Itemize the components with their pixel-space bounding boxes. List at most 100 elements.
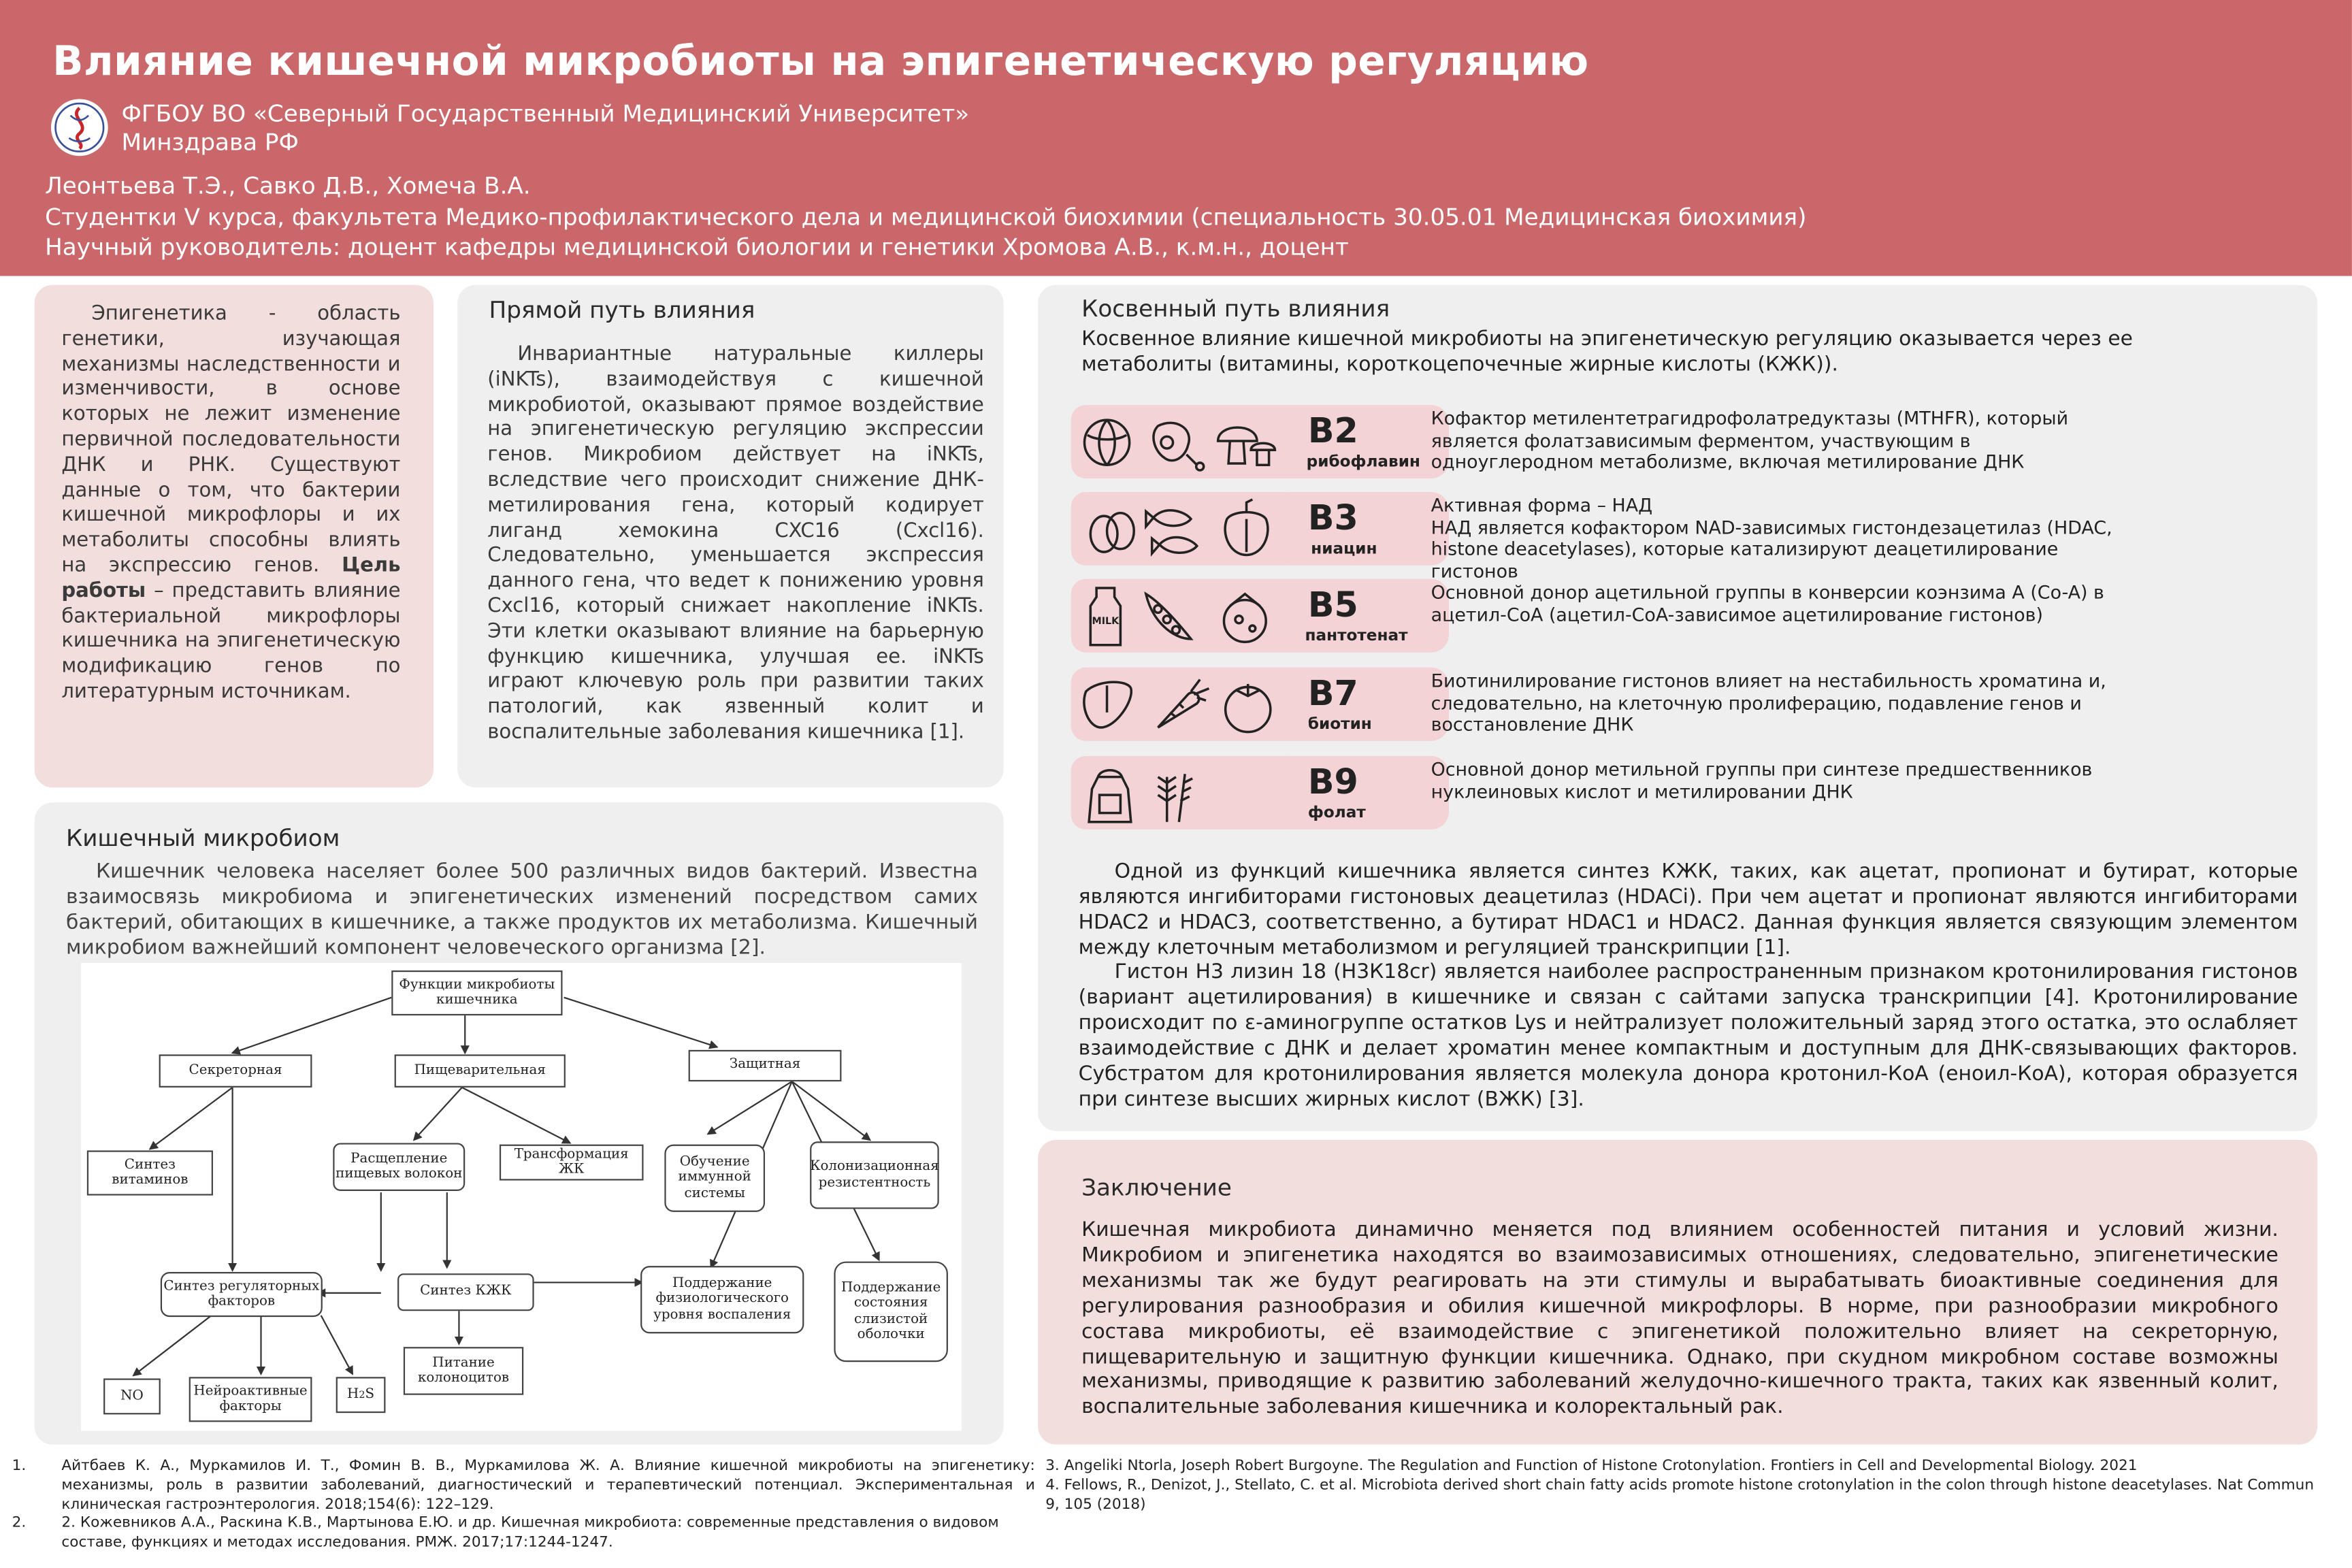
milk-icon: MILK bbox=[1089, 587, 1122, 647]
conclusion-title: Заключение bbox=[1081, 1174, 1232, 1202]
intro-text: Эпигенетика - область генетики, изучающа… bbox=[61, 303, 400, 706]
reference-item: 2. 2. Кожевников А.А., Раскина К.В., Мар… bbox=[12, 1516, 1035, 1554]
diagram-vitamins: Синтез витаминов bbox=[86, 1150, 213, 1196]
vitamin-code-b7: B7 bbox=[1307, 674, 1358, 715]
cheese-icon bbox=[1222, 592, 1267, 644]
vitamin-code-b3: B3 bbox=[1307, 499, 1358, 539]
vitamin-name-b3: ниацин bbox=[1311, 540, 1377, 558]
vitamin-name-box-b2: B2 рибофлавин bbox=[1287, 405, 1450, 479]
diagram-fa-transform: Трансформация ЖК bbox=[499, 1144, 644, 1181]
milk-label: MILK bbox=[1092, 616, 1120, 627]
intro-text-end: – представить влияние бактериальной микр… bbox=[61, 580, 401, 704]
diagram-h2s-index: 2 bbox=[359, 1388, 365, 1401]
vitamin-desc-b5: Основной донор ацетильной группы в конве… bbox=[1431, 582, 2104, 625]
microbiome-text: Кишечник человека населяет более 500 раз… bbox=[65, 859, 979, 960]
scfa-paragraph: Одной из функций кишечника является синт… bbox=[1078, 859, 2298, 960]
vitamin-desc-b7: Биотинилирование гистонов влияет на нест… bbox=[1431, 670, 2106, 736]
organization-line-1: ФГБОУ ВО «Северный Государственный Медиц… bbox=[121, 100, 970, 128]
reference-item: 3. Angeliki Ntorla, Joseph Robert Burgoy… bbox=[1045, 1458, 2138, 1475]
microbiome-title: Кишечный микробиом bbox=[65, 825, 340, 852]
reference-number: 1. bbox=[12, 1458, 27, 1475]
reference-text: Айтбаев К. А., Муркамилов И. Т., Фомин В… bbox=[61, 1458, 1035, 1513]
diagram-no: NO bbox=[103, 1378, 161, 1415]
diagram-h2s-h: H bbox=[347, 1387, 359, 1403]
vitamin-row-b9: B9 фолат Основной донор метильной группы… bbox=[1071, 755, 2133, 830]
functions-diagram: Функции микробиоты кишечника Секреторная… bbox=[81, 962, 962, 1431]
carrot-icon bbox=[1157, 679, 1210, 729]
mushroom-icon bbox=[1216, 426, 1277, 467]
crotonylation-paragraph: Гистон Н3 лизин 18 (Н3К18cr) является на… bbox=[1078, 960, 2298, 1111]
fish-icon bbox=[1145, 508, 1199, 557]
reference-item: 4. Fellows, R., Denizot, J., Stellato, C… bbox=[1045, 1477, 2315, 1513]
direct-path-title: Прямой путь влияния bbox=[489, 297, 755, 325]
diagram-connectors bbox=[132, 996, 880, 1377]
vitamin-name-box-b3: B3 ниацин bbox=[1287, 491, 1450, 566]
diagram-immune: Обучение иммунной системы bbox=[664, 1144, 766, 1212]
students-line: Студентки V курса, факультета Медико-про… bbox=[45, 203, 1807, 231]
vitamin-name-box-b7: B7 биотин bbox=[1287, 667, 1450, 741]
vitamin-code-b9: B9 bbox=[1307, 763, 1358, 803]
vitamin-icons-b9 bbox=[1071, 755, 1288, 830]
liver-icon bbox=[1083, 681, 1133, 729]
conclusion-text: Кишечная микробиота динамично меняется п… bbox=[1081, 1218, 2278, 1420]
organization: ФГБОУ ВО «Северный Государственный Медиц… bbox=[122, 101, 970, 158]
diagram-regulatory: Синтез регуляторных факторов bbox=[160, 1271, 323, 1318]
diagram-root: Функции микробиоты кишечника bbox=[391, 970, 563, 1016]
reference-item: 1. Айтбаев К. А., Муркамилов И. Т., Фоми… bbox=[12, 1458, 1035, 1516]
vitamin-row-b3: B3 ниацин Активная форма – НАД НАД являе… bbox=[1071, 491, 2133, 582]
eggs-icon bbox=[1089, 512, 1135, 553]
diagram-colonization: Колонизационная резистентность bbox=[810, 1141, 939, 1209]
diagram-digestive: Пищеварительная bbox=[394, 1054, 566, 1088]
references-left: 1. Айтбаев К. А., Муркамилов И. Т., Фоми… bbox=[12, 1458, 1035, 1554]
intro-panel bbox=[34, 284, 434, 788]
vitamin-desc-b3: Активная форма – НАД НАД является кофакт… bbox=[1431, 495, 2112, 583]
vitamin-row-b7: B7 биотин Биотинилирование гистонов влия… bbox=[1071, 667, 2133, 741]
reference-text: 2. Кожевников А.А., Раскина К.В., Мартын… bbox=[61, 1515, 999, 1552]
poster-title: Влияние кишечной микробиоты на эпигенети… bbox=[52, 39, 1589, 86]
vitamin-name-b5: пантотенат bbox=[1305, 627, 1408, 645]
diagram-protective: Защитная bbox=[688, 1049, 842, 1082]
vitamin-icons-b3 bbox=[1071, 491, 1288, 566]
diagram-neuroactive: Нейроактивные факторы bbox=[189, 1377, 312, 1422]
vitamin-icons-b7 bbox=[1071, 667, 1288, 741]
diagram-mucosa: Поддержание состояния слизистой оболочки bbox=[834, 1261, 948, 1362]
vitamin-name-box-b5: B5 пантотенат bbox=[1287, 578, 1450, 653]
vitamin-name-b2: рибофлавин bbox=[1306, 453, 1420, 472]
vitamin-name-b9: фолат bbox=[1307, 804, 1366, 822]
direct-path-text: Инвариантные натуральные киллеры (iNKTs)… bbox=[487, 343, 984, 745]
vitamin-icons-b5: MILK bbox=[1071, 578, 1288, 653]
direct-path-panel bbox=[457, 284, 1004, 788]
diagram-secretory: Секреторная bbox=[159, 1054, 312, 1088]
vitamin-icons-b2 bbox=[1071, 405, 1288, 479]
organization-line-2: Минздрава РФ bbox=[121, 129, 299, 157]
diagram-colonocytes: Питание колоноцитов bbox=[403, 1347, 524, 1395]
header-banner: Влияние кишечной микробиоты на эпигенети… bbox=[0, 0, 2352, 276]
diagram-inflammation: Поддержание физиологического уровня восп… bbox=[640, 1266, 804, 1334]
peas-icon bbox=[1144, 591, 1194, 640]
pepper-icon bbox=[1224, 498, 1269, 557]
indirect-path-title: Косвенный путь влияния bbox=[1081, 295, 1390, 323]
references-right: 3. Angeliki Ntorla, Joseph Robert Burgoy… bbox=[1045, 1458, 2320, 1516]
meat-icon bbox=[1152, 421, 1205, 472]
vitamin-name-b7: биотин bbox=[1307, 715, 1372, 734]
university-logo bbox=[50, 99, 108, 157]
vitamin-desc-b9: Основной донор метильной группы при синт… bbox=[1431, 759, 2093, 802]
intro-text-start: Эпигенетика - область генетики, изучающа… bbox=[61, 303, 401, 578]
vitamin-row-b2: B2 рибофлавин Кофактор метилентетрагидро… bbox=[1071, 405, 2133, 479]
vitamin-code-b2: B2 bbox=[1307, 412, 1358, 452]
diagram-h2s-s: S bbox=[365, 1387, 375, 1403]
wheat-icon bbox=[1157, 774, 1193, 823]
reference-number: 2. bbox=[12, 1515, 27, 1533]
vitamin-name-box-b9: B9 фолат bbox=[1287, 755, 1450, 830]
vitamin-desc-b2: Кофактор метилентетрагидрофолатредуктазы… bbox=[1431, 408, 2069, 474]
intro-goal-label: Цель работы bbox=[61, 555, 401, 603]
authors-block: Леонтьева Т.Э., Савко Д.В., Хомеча В.А. … bbox=[45, 171, 1806, 263]
diagram-fiber: Расщепление пищевых волокон bbox=[333, 1143, 466, 1191]
diagram-scfa: Синтез КЖК bbox=[397, 1273, 534, 1311]
tomato-icon bbox=[1224, 684, 1272, 734]
indirect-path-intro: Косвенное влияние кишечной микробиоты на… bbox=[1081, 327, 2133, 376]
vitamin-code-b5: B5 bbox=[1307, 586, 1358, 626]
flour-sack-icon bbox=[1088, 769, 1132, 823]
